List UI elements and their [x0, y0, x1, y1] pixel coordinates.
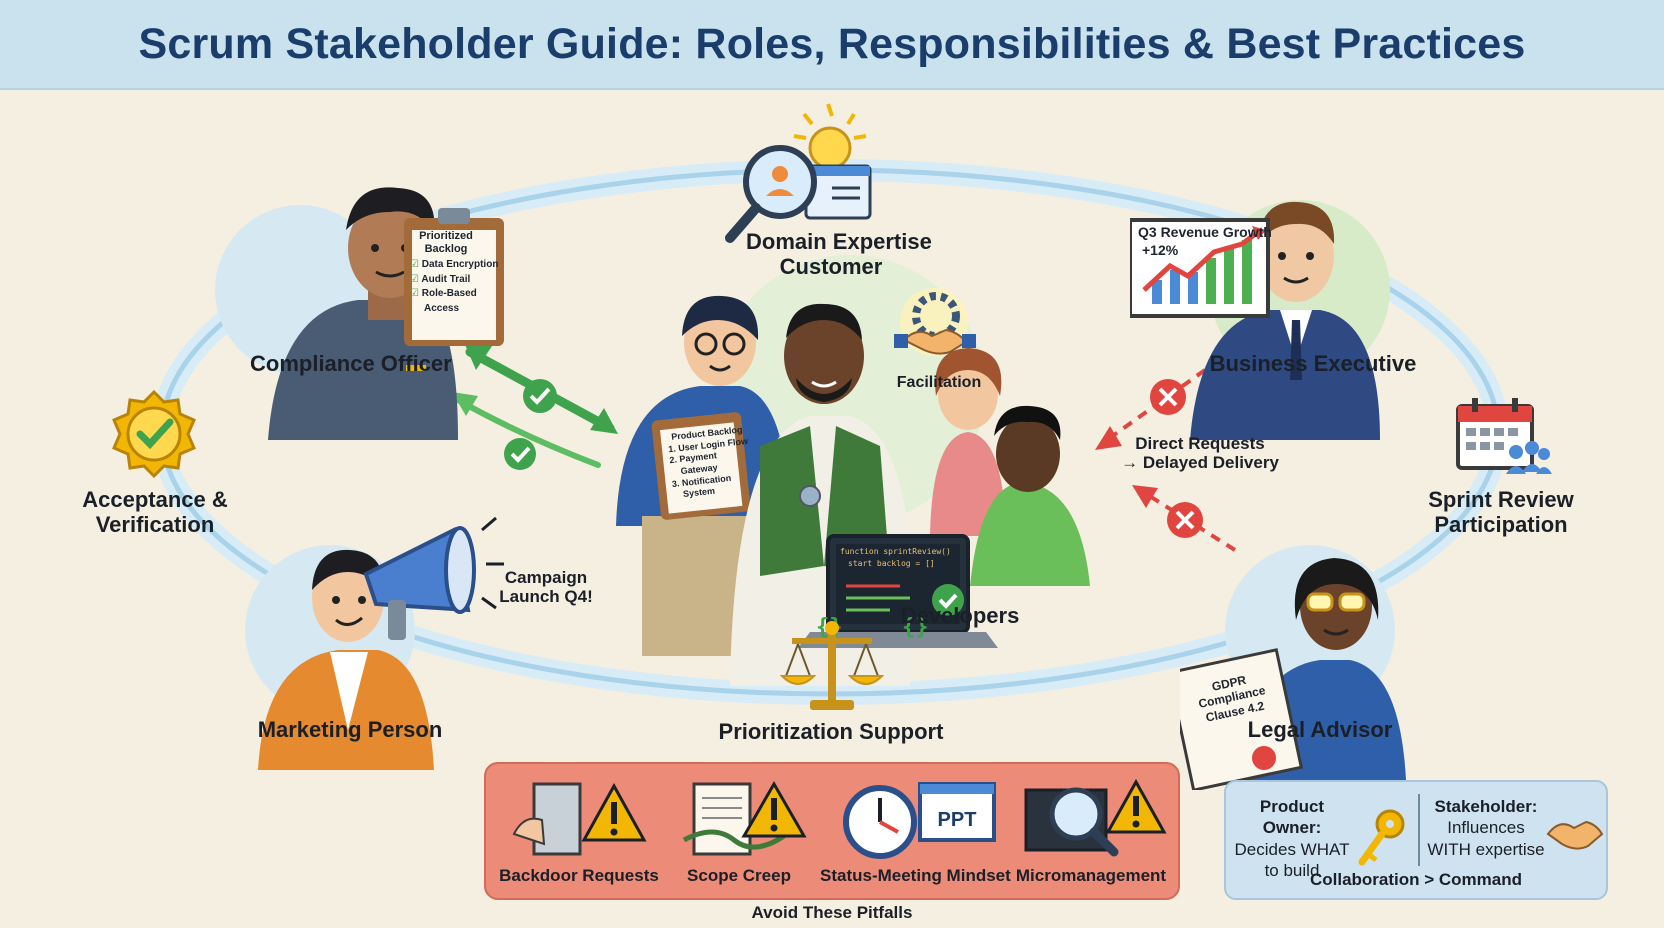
label-facilitation: Facilitation [896, 374, 982, 391]
clipboard-title-line1: Prioritized [419, 230, 473, 242]
direct-requests-note: Direct Requests → Delayed Delivery [1110, 434, 1290, 472]
chart-title: Q3 Revenue Growth [1138, 224, 1272, 240]
ppt-text: PPT [938, 809, 977, 831]
key-icon [1358, 809, 1405, 866]
label-prioritization: Prioritization Support [718, 719, 944, 744]
stakeholder-line1: Influences [1447, 818, 1525, 838]
clipboard-item-text: Audit Trail [421, 273, 471, 285]
diagram-stage: Domain Expertise Customer Prioritized Ba… [0, 90, 1664, 928]
header: Scrum Stakeholder Guide: Roles, Responsi… [0, 0, 1664, 90]
laptop-code: function sprintReview() start backlog = … [840, 546, 964, 570]
clipboard-title: Prioritized Backlog [404, 230, 488, 255]
po-heading: Product Owner: [1259, 797, 1325, 838]
label-acceptance: Acceptance & Verification [70, 487, 240, 537]
campaign-note: Campaign Launch Q4! [496, 568, 596, 606]
handshake-icon [1546, 820, 1604, 850]
pitfall-micromanagement: Micromanagement [1006, 774, 1176, 894]
label-legal-advisor: Legal Advisor [1247, 717, 1393, 742]
direct-requests-line2: → Delayed Delivery [1121, 453, 1279, 473]
clipboard-item: ☑ Audit Trail [410, 273, 500, 288]
campaign-line1: Campaign [504, 568, 588, 587]
clipboard-item-text: Role-Based [421, 288, 477, 299]
approve-arrows [452, 340, 618, 470]
pitfall-status-meeting: PPT Status-Meeting Mindset [820, 774, 1011, 894]
label-marketing-person: Marketing Person [257, 717, 443, 742]
stakeholder-line2: WITH expertise [1427, 839, 1545, 859]
pitfall-label: Backdoor Requests [499, 866, 659, 885]
marketing-person-figure [258, 516, 504, 770]
label-sprint-review-line2: Participation [1434, 511, 1568, 537]
label-developers: Developers [900, 603, 1020, 628]
product-owner-column: Product Owner: Decides WHAT to build [1232, 796, 1352, 881]
campaign-line2: Launch Q4! [499, 587, 593, 607]
po-line2: to build [1264, 860, 1320, 880]
clipboard-title-line2: Backlog [424, 242, 468, 255]
code-line: start backlog = [] [848, 559, 935, 568]
document-vine-icon [682, 780, 807, 856]
label-acceptance-line1: Acceptance & [82, 487, 228, 512]
pitfalls-panel: Backdoor Requests Scope Creep PPT Status… [484, 762, 1180, 900]
clipboard-item-text: Data Encryption [421, 259, 499, 270]
pitfall-label: Scope Creep [687, 866, 791, 885]
svg-text:{}: {} [902, 615, 929, 640]
check-icon [504, 438, 536, 470]
clipboard-items: ☑ Data Encryption ☑ Audit Trail ☑ Role-B… [410, 258, 500, 316]
checkbox-icon: ☑ [410, 273, 419, 285]
po-clipboard: Product Backlog 1. User Login Flow 2. Pa… [667, 424, 754, 502]
scrum-team-figures: {} {} [616, 295, 1090, 686]
checkbox-icon: ☑ [410, 288, 419, 299]
code-line: function sprintReview() [840, 547, 951, 556]
verified-badge-icon [112, 390, 196, 478]
handshake-gear-icon [894, 288, 976, 356]
pitfall-backdoor: Backdoor Requests [494, 774, 664, 894]
door-warning-icon [512, 782, 647, 856]
clock-presentation-icon: PPT [843, 782, 996, 859]
label-compliance-officer: Compliance Officer [250, 351, 452, 376]
label-sprint-review: Sprint Review Participation [1416, 487, 1586, 537]
balance-scale-icon [780, 621, 884, 710]
po-vs-stakeholder-box: Product Owner: Decides WHAT to build Sta… [1224, 780, 1608, 900]
blocked-arrows [1095, 368, 1237, 552]
label-customer: Customer [779, 254, 883, 279]
pitfall-scope-creep: Scope Creep [654, 774, 824, 894]
label-domain-expertise: Domain Expertise [746, 229, 932, 254]
chart-value: +12% [1142, 242, 1179, 258]
legal-advisor-figure [1180, 558, 1406, 790]
calendar-team-icon [1456, 398, 1552, 474]
clipboard-item: ☑ Role-Based [410, 287, 500, 302]
comparison-footer: Collaboration > Command [1309, 870, 1523, 889]
screen-magnifier-icon [1024, 778, 1167, 857]
pitfall-label: Micromanagement [1015, 866, 1167, 885]
divider [1418, 794, 1420, 866]
stakeholder-heading: Stakeholder: [1434, 797, 1538, 816]
magnifier-lightbulb-icon [725, 103, 872, 243]
clipboard-item: ☑ Data Encryption [410, 258, 500, 273]
label-acceptance-line2: Verification [95, 511, 215, 537]
stakeholder-column: Stakeholder: Influences WITH expertise [1426, 796, 1546, 860]
clipboard-item-text: Access [424, 302, 460, 314]
business-executive-figure [1130, 201, 1380, 440]
pitfall-label: Status-Meeting Mindset [820, 866, 1011, 885]
pitfalls-caption: Avoid These Pitfalls [751, 903, 913, 922]
label-business-executive: Business Executive [1209, 351, 1417, 376]
direct-requests-line1: Direct Requests [1135, 434, 1265, 453]
page-title: Scrum Stakeholder Guide: Roles, Responsi… [138, 19, 1526, 68]
checkbox-icon: ☑ [410, 259, 419, 270]
label-sprint-review-line1: Sprint Review [1428, 487, 1574, 512]
po-line1: Decides WHAT [1234, 839, 1350, 859]
compliance-officer-figure [268, 187, 504, 440]
